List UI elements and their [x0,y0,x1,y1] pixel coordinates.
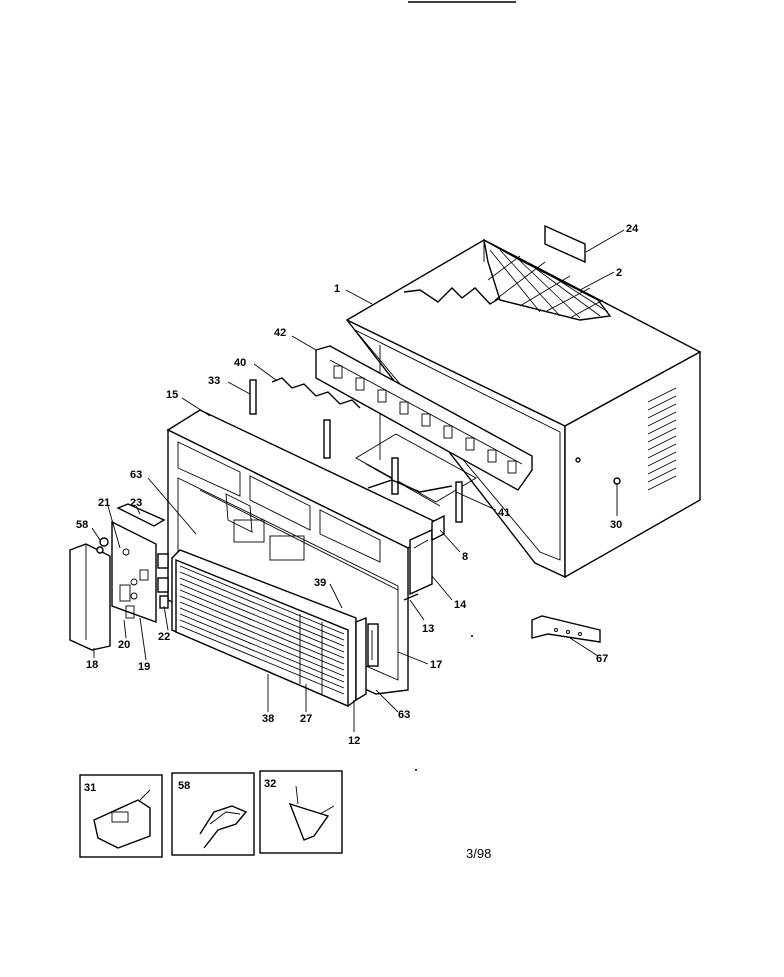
callout-1: 1 [334,283,340,295]
nameplate-label [544,224,586,264]
callout-32: 32 [264,778,276,790]
callout-12: 12 [348,735,360,747]
callout-18: 18 [86,659,98,671]
callout-20: 20 [118,639,130,651]
callout-39: 39 [314,577,326,589]
side-louvers [647,387,677,491]
callout-67: 67 [596,653,608,665]
insulation-pad [483,238,612,321]
control-cover [69,543,111,651]
callout-2: 2 [616,267,622,279]
callout-63-top: 63 [130,469,142,481]
callout-31: 31 [84,782,96,794]
seal-strip-41 [367,457,463,523]
callout-8: 8 [462,551,468,563]
inset-box-32 [259,770,343,854]
callout-30: 30 [610,519,622,531]
leader-lines [91,229,625,732]
switch-22 [157,553,169,609]
front-grille [171,549,357,708]
callout-63-bottom: 63 [398,709,410,721]
callout-17: 17 [430,659,442,671]
callout-23: 23 [130,497,142,509]
seal-strip-40 [271,377,361,409]
support-bracket [531,615,601,643]
seal-strip-33 [249,379,331,459]
inset-box-58 [171,772,255,856]
callout-13: 13 [422,623,434,635]
callout-58: 58 [76,519,88,531]
callout-22: 22 [158,631,170,643]
callout-labels: 1 2 24 42 40 33 15 63 21 23 58 8 41 30 3… [76,223,639,794]
stray-dot [415,769,417,771]
callout-58-inset: 58 [178,780,190,792]
side-bracket [403,514,445,601]
stray-dot [471,635,473,637]
callout-15: 15 [166,389,178,401]
date-code: 3/98 [466,846,491,861]
inset-box-31 [79,774,163,858]
callout-41: 41 [498,507,510,519]
filter-door [355,616,379,702]
air-baffle [315,345,533,491]
callout-19: 19 [138,661,150,673]
callout-40: 40 [234,357,246,369]
knob-58 [96,537,109,554]
callout-27: 27 [300,713,312,725]
callout-42: 42 [274,327,286,339]
callout-14: 14 [454,599,467,611]
callout-33: 33 [208,375,220,387]
control-bracket [116,503,166,527]
callout-21: 21 [98,497,110,509]
control-board [111,520,157,623]
callout-24: 24 [626,223,639,235]
callout-38: 38 [262,713,274,725]
